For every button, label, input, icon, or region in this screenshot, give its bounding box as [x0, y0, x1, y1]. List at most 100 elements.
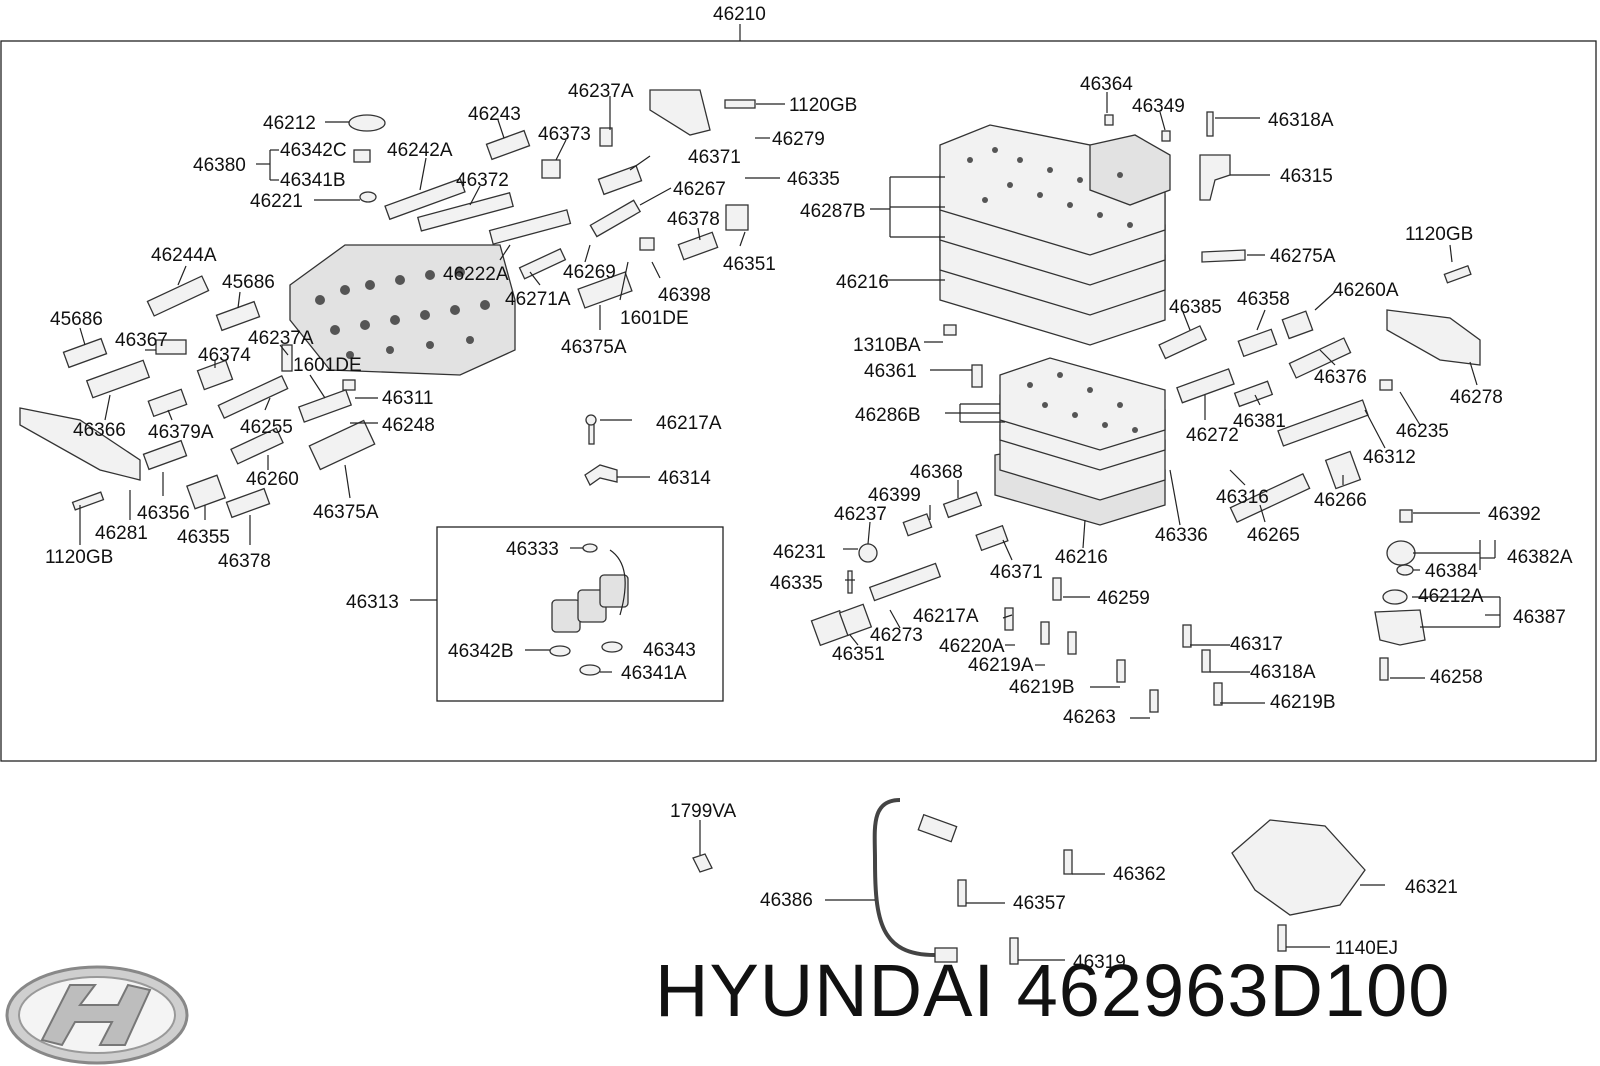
label-46333: 46333 — [506, 539, 559, 560]
label-46212A: 46212A — [1418, 586, 1484, 607]
label-46219B-a: 46219B — [1009, 677, 1075, 698]
label-46263: 46263 — [1063, 707, 1116, 728]
label-46342C: 46342C — [280, 140, 347, 161]
label-46279: 46279 — [772, 129, 825, 150]
label-46381: 46381 — [1233, 411, 1286, 432]
leader-lines — [79, 92, 1501, 961]
lower-parts — [692, 798, 1366, 965]
label-46374: 46374 — [198, 345, 251, 366]
brand-part-number: HYUNDAI 462963D100 — [655, 949, 1451, 1032]
label-46392: 46392 — [1488, 504, 1541, 525]
label-46222A: 46222A — [443, 264, 509, 285]
label-46318A-top: 46318A — [1268, 110, 1334, 131]
left-springs — [62, 129, 719, 519]
label-46242A: 46242A — [387, 140, 453, 161]
label-1799VA: 1799VA — [670, 801, 737, 822]
label-46311: 46311 — [382, 388, 433, 409]
label-46259: 46259 — [1097, 588, 1150, 609]
label-46375A-top: 46375A — [561, 337, 627, 358]
label-46216-bot: 46216 — [1055, 547, 1108, 568]
label-46281: 46281 — [95, 523, 148, 544]
label-46260-left: 46260 — [246, 469, 299, 490]
label-46271A: 46271A — [505, 289, 571, 310]
label-1601DE-mid: 1601DE — [293, 355, 362, 376]
label-46371-top: 46371 — [688, 147, 741, 168]
label-46273: 46273 — [870, 625, 923, 646]
label-46267: 46267 — [673, 179, 726, 200]
label-46237: 46237 — [834, 504, 887, 525]
label-46243: 46243 — [468, 104, 521, 125]
label-46315: 46315 — [1280, 166, 1333, 187]
label-46265: 46265 — [1247, 525, 1300, 546]
label-46398: 46398 — [658, 285, 711, 306]
label-46219A: 46219A — [968, 655, 1034, 676]
label-46321: 46321 — [1405, 877, 1458, 898]
label-46379A: 46379A — [148, 422, 214, 443]
label-46216-top: 46216 — [836, 272, 889, 293]
right-upper-plates — [939, 124, 1171, 346]
right-lower-plates — [994, 357, 1166, 526]
label-46382A: 46382A — [1507, 547, 1573, 568]
label-46351-bot: 46351 — [832, 644, 885, 665]
label-46212: 46212 — [263, 113, 316, 134]
label-46376: 46376 — [1314, 367, 1367, 388]
label-46319: 46319 — [1073, 952, 1126, 973]
label-46260A: 46260A — [1333, 280, 1399, 301]
label-46278: 46278 — [1450, 387, 1503, 408]
label-46220A: 46220A — [939, 636, 1005, 657]
label-46355: 46355 — [177, 527, 230, 548]
label-46287B: 46287B — [800, 201, 866, 222]
left-valves — [85, 114, 749, 471]
label-46375A-bot: 46375A — [313, 502, 379, 523]
label-46217A-mid: 46217A — [656, 413, 722, 434]
label-46358: 46358 — [1237, 289, 1290, 310]
label-46248: 46248 — [382, 415, 435, 436]
label-1310BA: 1310BA — [853, 335, 921, 356]
label-46318A-bot: 46318A — [1250, 662, 1316, 683]
label-46316: 46316 — [1216, 487, 1269, 508]
right-bolts — [1004, 577, 1389, 713]
hyundai-logo-icon — [5, 965, 189, 1065]
label-46341A: 46341A — [621, 663, 687, 684]
label-46286B: 46286B — [855, 405, 921, 426]
label-46349: 46349 — [1132, 96, 1185, 117]
label-46367: 46367 — [115, 330, 168, 351]
label-1120GB-right: 1120GB — [1405, 224, 1473, 245]
label-46275A: 46275A — [1270, 246, 1336, 267]
label-46255: 46255 — [240, 417, 293, 438]
label-46364: 46364 — [1080, 74, 1133, 95]
label-46269: 46269 — [563, 262, 616, 283]
label-46368: 46368 — [910, 462, 963, 483]
label-1120GB-top: 1120GB — [789, 95, 857, 116]
label-46385: 46385 — [1169, 297, 1222, 318]
callout-labels: 46212 46342C 46380 46341B 46221 46242A 4… — [45, 74, 1573, 973]
label-46314: 46314 — [658, 468, 711, 489]
label-46361: 46361 — [864, 361, 917, 382]
label-46380: 46380 — [193, 155, 246, 176]
label-46335-top: 46335 — [787, 169, 840, 190]
label-46335-bot: 46335 — [770, 573, 823, 594]
label-46373: 46373 — [538, 124, 591, 145]
label-46378-bot: 46378 — [218, 551, 271, 572]
label-46384: 46384 — [1425, 561, 1478, 582]
label-46219B-b: 46219B — [1270, 692, 1336, 713]
right-parts — [810, 111, 1481, 647]
label-46371-bot: 46371 — [990, 562, 1043, 583]
label-46366: 46366 — [73, 420, 126, 441]
label-46351-top: 46351 — [723, 254, 776, 275]
label-1601DE-top: 1601DE — [620, 308, 689, 329]
label-46336: 46336 — [1155, 525, 1208, 546]
middle-bracket — [584, 414, 618, 486]
label-46237A-top: 46237A — [568, 81, 634, 102]
label-46221: 46221 — [250, 191, 303, 212]
label-1120GB-left: 1120GB — [45, 547, 113, 568]
label-46341B: 46341B — [280, 170, 346, 191]
label-46387: 46387 — [1513, 607, 1566, 628]
label-46237A-mid: 46237A — [248, 328, 314, 349]
label-46313: 46313 — [346, 592, 399, 613]
label-46312: 46312 — [1363, 447, 1416, 468]
label-46362: 46362 — [1113, 864, 1166, 885]
label-46372: 46372 — [456, 170, 509, 191]
label-46386: 46386 — [760, 890, 813, 911]
